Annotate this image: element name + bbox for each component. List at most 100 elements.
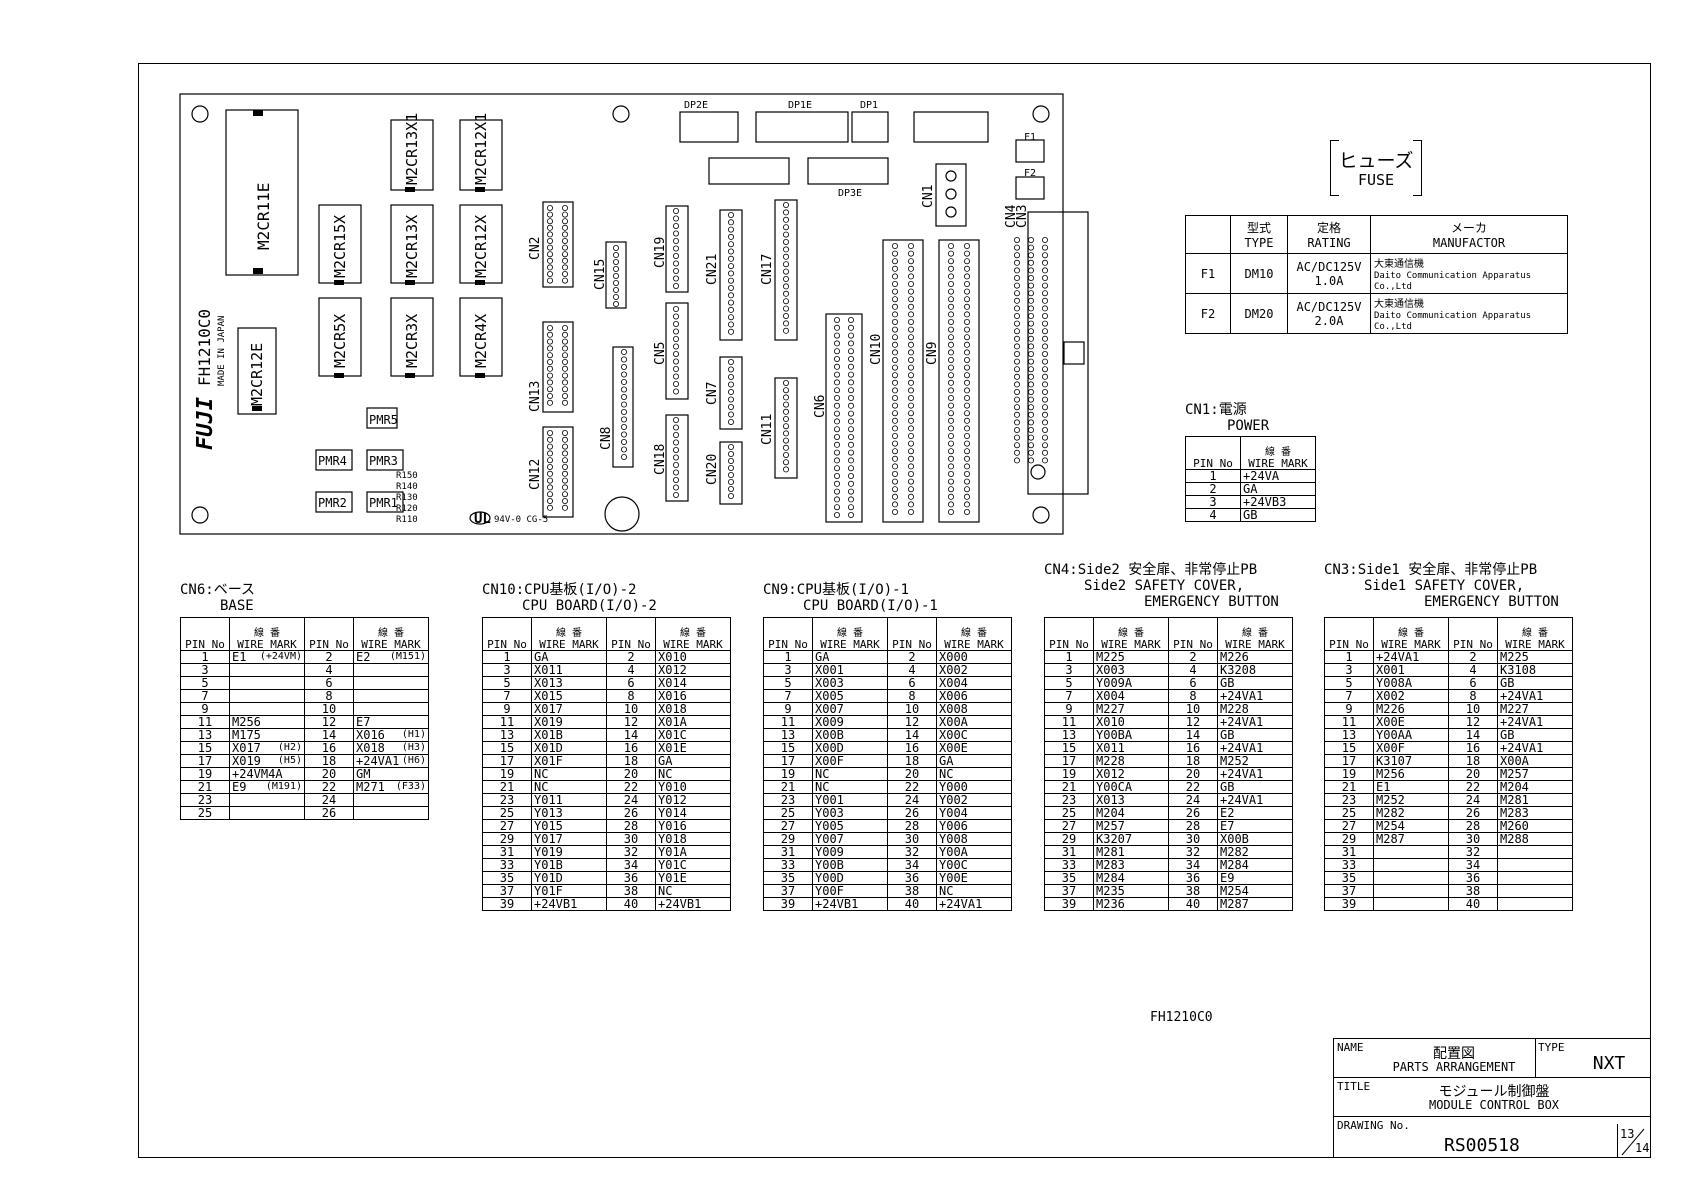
svg-text:UL: UL [474,511,491,527]
title-en: MODULE CONTROL BOX [1428,1098,1560,1112]
svg-text:DP1E: DP1E [788,100,812,111]
svg-text:M2CR3X: M2CR3X [403,314,421,368]
svg-text:PMR5: PMR5 [369,413,398,427]
svg-text:M2CR5X: M2CR5X [331,314,349,368]
svg-text:CN19: CN19 [653,237,668,268]
svg-text:CN6: CN6 [813,395,828,418]
drawing-frame [138,63,1651,1158]
fuse-title-jp: ヒューズ [1338,150,1414,172]
svg-text:R120: R120 [396,504,418,514]
svg-text:PMR4: PMR4 [318,454,347,468]
svg-text:CN5: CN5 [653,342,668,365]
svg-text:DP2E: DP2E [684,100,708,111]
svg-text:PMR3: PMR3 [369,454,398,468]
svg-text:R110: R110 [396,515,418,525]
fuse-title-en: FUSE [1357,171,1395,189]
svg-text:CN9: CN9 [925,342,940,365]
drawing-number: RS00518 [1444,1135,1520,1156]
svg-text:F2: F2 [1024,168,1036,179]
cn1-title: CN1:電源 POWER [1185,402,1270,434]
svg-text:M2CR15X: M2CR15X [331,215,349,278]
ul-rating-label: 94V-0 CG-5 [494,515,548,525]
drawing-reference: FH1210C0 [1150,1010,1213,1025]
svg-text:M2CR12X: M2CR12X [472,215,490,278]
title-jp: モジュール制御盤 [1438,1084,1550,1100]
name-jp: 配置図 [1433,1046,1475,1062]
svg-text:PMR2: PMR2 [318,496,347,510]
brand-logo: FUJI [193,397,218,450]
name-en: PARTS ARRANGEMENT [1392,1060,1516,1074]
made-in-label: MADE IN JAPAN [217,316,227,386]
svg-text:M2CR12E: M2CR12E [248,343,266,406]
svg-text:CN13: CN13 [528,381,543,412]
svg-text:CN10: CN10 [869,334,884,365]
